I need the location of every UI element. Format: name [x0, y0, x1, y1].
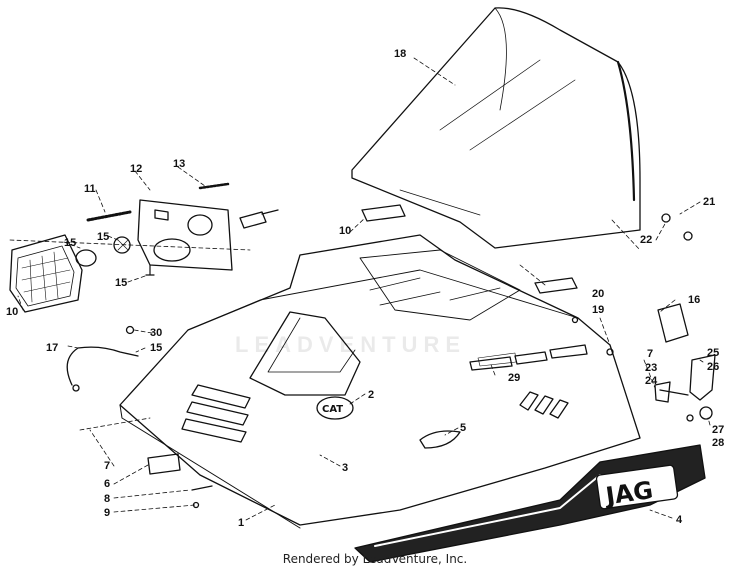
callout-28: 26 [707, 361, 720, 373]
callout-15-mid: 15 [150, 342, 163, 354]
callout-15-top: 15 [115, 277, 128, 289]
callout-18: 16 [688, 294, 701, 306]
callout-32: 30 [150, 327, 163, 339]
callout-6: 6 [104, 478, 111, 490]
side-decal [354, 444, 706, 563]
svg-text:CAT: CAT [322, 404, 343, 415]
callout-13: 12 [130, 163, 143, 175]
callout-3: 3 [342, 462, 349, 474]
callout-5: 5 [460, 422, 467, 434]
hood-body [119, 234, 641, 529]
callout-7-left: 7 [104, 460, 111, 472]
headlight [9, 234, 131, 313]
headlight-bracket [137, 199, 279, 271]
callout-2: 2 [368, 389, 375, 401]
callout-20: 18 [394, 48, 407, 60]
latch-hardware [654, 213, 716, 422]
callout-9: 9 [104, 507, 111, 519]
decal-plates: CAT [316, 204, 689, 449]
callout-31: 29 [508, 372, 521, 384]
callout-19: 17 [46, 342, 59, 354]
callout-22: 20 [592, 288, 605, 300]
callout-7-right: 7 [647, 348, 654, 360]
callout-30: 28 [712, 437, 725, 449]
front-brackets [147, 453, 213, 509]
watermark: LEADVENTURE [235, 332, 467, 357]
callout-21: 19 [592, 304, 605, 316]
callout-25: 23 [645, 362, 658, 374]
callout-11: 10 [339, 225, 352, 237]
callout-14: 13 [173, 158, 186, 170]
callout-24: 22 [640, 234, 653, 246]
callout-12: 11 [84, 183, 96, 195]
callout-29: 27 [712, 424, 725, 436]
callout-16: 15 [64, 237, 77, 249]
wire-harness [66, 325, 139, 392]
fasteners [86, 182, 230, 276]
windshield [351, 7, 641, 249]
brand-decal-text: JAG [602, 476, 655, 511]
callout-17: 15 [97, 231, 110, 243]
callout-1: 1 [238, 517, 245, 529]
callout-10: 10 [6, 306, 19, 318]
callout-4: 4 [676, 514, 683, 526]
leader-lines [9, 57, 711, 521]
footer-credit: Rendered by LeadVenture, Inc. [282, 552, 468, 566]
callout-23: 21 [703, 196, 716, 208]
callout-27: 25 [707, 347, 720, 359]
callout-8: 8 [104, 493, 111, 505]
callout-26: 24 [645, 375, 658, 387]
